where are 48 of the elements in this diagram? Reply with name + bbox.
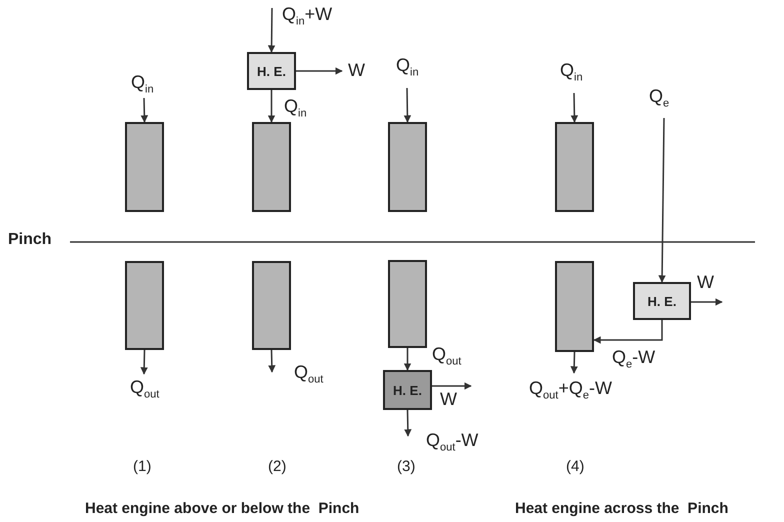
arrow [570,352,578,374]
figure-number: (1) [133,458,152,475]
edge-label: Q$_{out}$ [432,344,462,370]
arrow [404,88,412,123]
arrow [268,8,276,53]
arrow [404,348,412,371]
figure-caption: Heat engine across the Pinch [515,500,728,517]
stream-bar [555,261,594,352]
edge-label: Q$_{out}$+Q$_{e}$-W [529,378,612,404]
edge-label: W [348,60,365,80]
edge-label: Q$_{in}$+W [282,4,332,30]
figure-number: (3) [397,458,416,475]
arrow [691,298,723,306]
heat-engine-box: H. E. [247,52,296,90]
arrow [570,92,578,123]
stream-bar [555,122,594,212]
edge-label: Q$_{out}$ [130,377,160,403]
edge-label: W [440,389,457,409]
edge-label: W [697,272,714,292]
edge-label: Q$_{in}$ [284,96,307,122]
line-label: Pinch [8,231,52,249]
arrow [404,410,412,437]
arrow [140,98,148,123]
figure-number: (2) [268,458,286,475]
heat-engine-box: H. E. [383,370,432,410]
arrow [268,350,276,373]
edge-label: Q$_{out}$-W [426,430,478,456]
arrow [296,67,343,75]
stream-bar [125,261,164,350]
stream-bar [388,260,427,348]
arrow [658,118,666,283]
edge-label: Q$_{in}$ [396,55,419,81]
stream-bar [252,261,291,350]
stream-bar [252,122,291,212]
heat-engine-box: H. E. [633,282,691,320]
stream-bar [125,122,164,212]
edge-label: Q$_{e}$-W [612,347,656,373]
arrow [268,90,276,123]
edge-label: Q$_{in}$ [131,72,154,98]
edge-label: Q$_{in}$ [560,60,583,86]
arrow [432,382,472,390]
arrow [593,320,663,344]
figure-caption: Heat engine above or below the Pinch [85,500,360,517]
edge-label: Q$_{out}$ [294,362,324,388]
stream-bar [388,122,427,212]
arrow [140,350,148,375]
figure-number: (4) [566,458,584,475]
edge-label: Q$_{e}$ [649,86,670,112]
